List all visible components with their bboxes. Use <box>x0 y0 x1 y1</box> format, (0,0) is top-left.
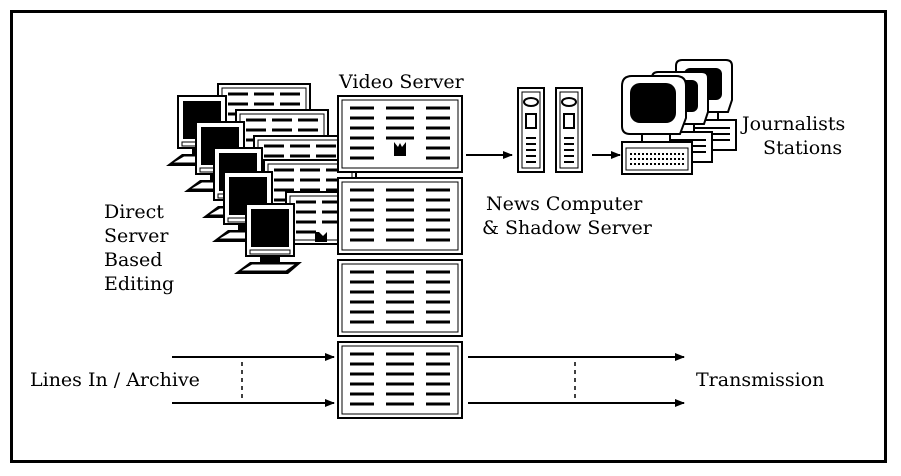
journalists-label-line2: Stations <box>742 136 845 160</box>
news-computer-label-line2: & Shadow Server <box>482 216 652 240</box>
editing-label: Direct Server Based Editing <box>104 200 174 296</box>
news-computer-label: News Computer & Shadow Server <box>482 192 652 240</box>
output-flow-lines <box>468 357 684 403</box>
editing-label-line3: Based <box>104 248 174 272</box>
journalists-label-line1: Journalists <box>742 112 845 136</box>
editing-label-line1: Direct <box>104 200 174 224</box>
editing-label-line4: Editing <box>104 272 174 296</box>
journalists-stations-label: Journalists Stations <box>742 112 845 160</box>
lines-in-archive-label: Lines In / Archive <box>30 368 200 392</box>
video-server-label: Video Server <box>339 70 464 94</box>
news-computer-label-line1: News Computer <box>482 192 652 216</box>
journalist-station-icon <box>622 60 736 174</box>
editing-label-line2: Server <box>104 224 174 248</box>
news-computer-tower-icon <box>518 88 582 172</box>
transmission-label: Transmission <box>696 368 824 392</box>
